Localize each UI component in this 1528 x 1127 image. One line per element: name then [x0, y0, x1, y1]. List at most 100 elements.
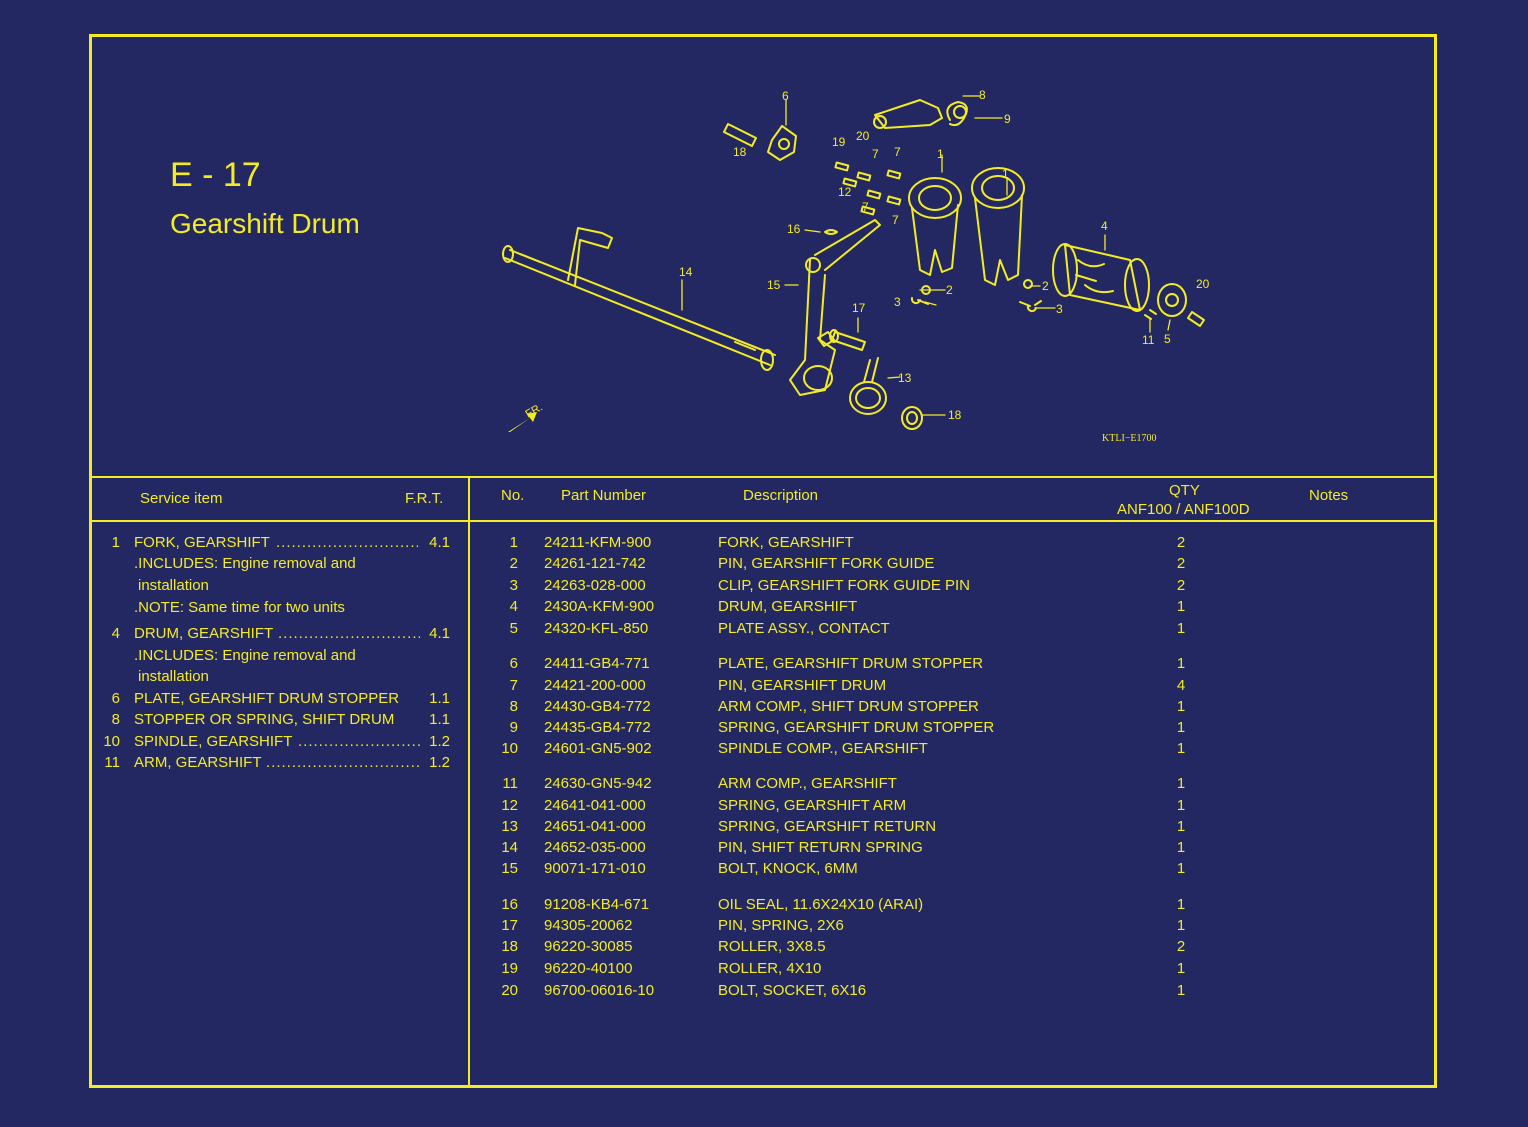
callout-label: 11 — [1142, 333, 1155, 347]
callout-label: 20 — [1196, 277, 1210, 291]
service-row-frt: 4.1 — [429, 625, 450, 642]
part-number: 90071-171-010 — [544, 860, 646, 877]
callout-label: 2 — [1042, 279, 1049, 293]
callout-label: 3 — [894, 295, 901, 309]
part-no: 11 — [502, 775, 518, 792]
service-row-frt: 1.1 — [429, 711, 450, 728]
part-number: 24651-041-000 — [544, 818, 646, 835]
dot-leader: .................................. — [298, 733, 420, 750]
part-description: BOLT, SOCKET, 6X16 — [718, 982, 867, 999]
return-spring-pin-drawing — [829, 329, 866, 351]
part-number: 94305-20062 — [544, 917, 633, 934]
callout-label: 1 — [937, 147, 944, 161]
service-row-frt: 1.1 — [429, 690, 450, 707]
part-description: PIN, SHIFT RETURN SPRING — [718, 839, 923, 856]
service-row-text: .NOTE: Same time for two units — [134, 599, 345, 616]
part-description: ARM COMP., SHIFT DRUM STOPPER — [718, 698, 979, 715]
part-no: 8 — [509, 698, 518, 715]
callout-label: 3 — [1056, 302, 1063, 316]
part-no: 2 — [509, 555, 518, 572]
part-no: 16 — [501, 896, 518, 913]
stopper-arm-drawing — [873, 99, 968, 129]
description-header: Description — [743, 487, 819, 504]
part-no: 4 — [509, 598, 518, 615]
part-number: 24263-028-000 — [544, 577, 646, 594]
service-row-text: DRUM, GEARSHIFT — [134, 625, 274, 642]
frt-header: F.R.T. — [405, 490, 444, 507]
qty-models-header: ANF100 / ANF100D — [1117, 501, 1250, 518]
part-number: 24630-GN5-942 — [544, 775, 652, 792]
service-row-number: 10 — [103, 733, 120, 750]
part-number: 96220-40100 — [544, 960, 633, 977]
part-qty: 4 — [1176, 677, 1186, 694]
service-item-header: Service item — [140, 490, 223, 507]
service-row-text: ARM, GEARSHIFT — [134, 754, 262, 771]
callout-label: 14 — [679, 265, 693, 279]
part-description: SPRING, GEARSHIFT ARM — [718, 797, 907, 814]
part-description: ROLLER, 4X10 — [718, 960, 822, 977]
part-description: SPRING, GEARSHIFT RETURN — [718, 818, 937, 835]
part-no: 18 — [501, 938, 518, 955]
service-row-frt: 4.1 — [429, 534, 450, 551]
callout-label: 6 — [782, 89, 789, 103]
part-qty: 1 — [1176, 740, 1186, 757]
callout-label: 18 — [733, 145, 747, 159]
part-qty: 1 — [1176, 917, 1186, 934]
part-description: PIN, SPRING, 2X6 — [718, 917, 844, 934]
callout-label: 1 — [1002, 167, 1009, 181]
callout-label: 12 — [838, 185, 852, 199]
contact-plate-drawing — [1144, 283, 1205, 327]
callout-label: 7 — [892, 213, 899, 227]
part-description: CLIP, GEARSHIFT FORK GUIDE PIN — [718, 577, 970, 594]
callout-label: 18 — [948, 408, 962, 422]
part-number: 24211-KFM-900 — [544, 534, 652, 551]
part-number: 24430-GB4-772 — [544, 698, 651, 715]
part-no: 13 — [501, 818, 518, 835]
part-no: 19 — [501, 960, 518, 977]
part-number: 91208-KB4-671 — [544, 896, 650, 913]
part-qty: 2 — [1176, 938, 1186, 955]
callout-label: 15 — [767, 278, 781, 292]
callout-label: 19 — [832, 135, 846, 149]
part-no: 7 — [509, 677, 518, 694]
part-description: PLATE ASSY., CONTACT — [718, 620, 890, 637]
page-code: E - 17 — [170, 156, 261, 194]
callout-label: 16 — [787, 222, 801, 236]
qty-header: QTY — [1169, 482, 1200, 499]
service-row-text: installation — [138, 577, 209, 594]
part-number: 24435-GB4-772 — [544, 719, 651, 736]
service-row-frt: 1.2 — [429, 754, 450, 771]
service-row-text: FORK, GEARSHIFT — [134, 534, 270, 551]
shift-fork-drawing — [908, 167, 1033, 295]
page-title: Gearshift Drum — [170, 208, 360, 239]
callout-label: 9 — [1004, 112, 1011, 126]
part-number: 24601-GN5-902 — [544, 740, 652, 757]
part-number: 24641-041-000 — [544, 797, 646, 814]
page-frame — [89, 34, 1437, 1088]
service-row-text: .INCLUDES: Engine removal and — [134, 555, 356, 572]
fork-guide-pins-drawing — [910, 297, 1042, 313]
part-description: PIN, GEARSHIFT FORK GUIDE — [718, 555, 935, 572]
callout-label: 2 — [946, 283, 953, 297]
front-arrow-icon: FR. — [508, 401, 545, 432]
part-number: 96220-30085 — [544, 938, 633, 955]
part-description: SPRING, GEARSHIFT DRUM STOPPER — [718, 719, 995, 736]
gearshift-spindle-drawing — [502, 227, 776, 371]
part-no: 5 — [509, 620, 518, 637]
part-qty: 2 — [1176, 534, 1186, 551]
shift-drum-drawing — [1052, 243, 1150, 312]
part-qty: 1 — [1176, 620, 1186, 637]
service-row-number: 4 — [111, 625, 120, 642]
part-description: FORK, GEARSHIFT — [718, 534, 854, 551]
dot-leader: ........................................ — [278, 625, 420, 642]
part-description: DRUM, GEARSHIFT — [718, 598, 858, 615]
callout-label: 5 — [1164, 332, 1171, 346]
front-marker-label: FR. — [524, 401, 545, 420]
part-qty: 1 — [1176, 896, 1186, 913]
part-description: OIL SEAL, 11.6X24X10 (ARAI) — [718, 896, 924, 913]
part-number: 24320-KFL-850 — [544, 620, 649, 637]
part-no: 14 — [501, 839, 518, 856]
service-row-text: installation — [138, 668, 209, 685]
dot-leader: ........................................ — [276, 534, 418, 551]
part-qty: 1 — [1176, 797, 1186, 814]
